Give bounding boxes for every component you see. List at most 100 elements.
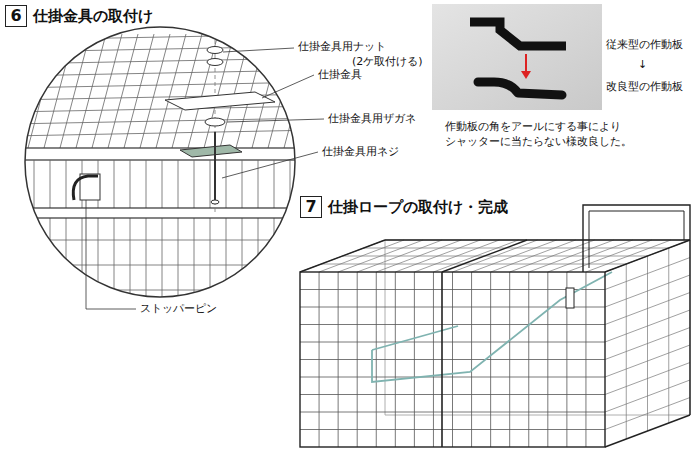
mesh-bar [34,160,35,300]
mesh-wire [605,275,690,307]
mesh-wire [44,34,74,148]
middle-seam [442,240,527,272]
cage-edge [689,240,690,415]
mesh-wire [0,34,26,148]
step-heading: 仕掛金具の取付け [33,7,153,25]
cage-front [300,272,605,447]
mesh-wire [10,58,320,64]
part-label: 仕掛金具用ネジ [322,145,399,160]
mesh-wire [108,34,138,148]
mesh-wire [321,264,626,265]
mesh-bar [114,160,115,300]
frame-rail [0,208,320,218]
step-number: 7 [305,199,316,215]
mesh-wire [10,34,320,40]
mesh-bar [50,160,51,300]
mesh-wire [605,398,690,430]
mesh-wire [172,34,202,148]
mesh-wire [0,34,10,148]
part-label: (2ケ取付ける) [352,55,423,70]
mesh-wire [605,310,690,342]
mesh-wire [0,290,320,291]
step-number: 6 [10,8,21,24]
step-number-box: 7仕掛ロープの取付け・完成 [300,196,322,218]
screw [214,132,216,200]
mesh-wire [300,289,605,290]
screw-head [211,200,219,204]
old-plate [470,22,566,46]
cage-drawing [300,205,690,447]
mesh-wire [605,363,690,395]
part-label: 仕掛金具用ザガネ [328,112,416,127]
mesh-wire [10,46,320,52]
mesh-wire [300,412,605,413]
latch [566,288,574,308]
mesh-bar [290,160,291,300]
stopper-pin [73,176,98,200]
mesh-wire [690,240,691,415]
door-frame [589,211,684,268]
mesh-bar [146,160,147,300]
mesh-bar [130,160,131,300]
leader-lines [86,48,324,309]
mesh-wire [140,34,170,148]
mesh-wire [605,345,690,377]
mesh-wire [92,34,122,148]
mesh-wire [385,240,690,241]
photo-note: 改良型の作動板 [606,80,683,95]
mesh-wire [10,82,320,88]
photo-note: 作動板の角をアールにする事により シャッターに当たらない様改良した。 [445,120,650,150]
mesh-wire [605,258,690,290]
mesh-wire [364,248,669,249]
cage-edge [605,240,690,272]
photo-note: ↓ [638,58,647,73]
mesh-wire [300,307,605,308]
trap-rope [372,326,458,350]
mesh-wire [10,106,320,112]
mesh-wire [268,34,298,148]
mesh-wire [300,429,605,430]
mesh-wire [300,359,605,360]
mesh-wire [10,118,320,124]
new-plate [478,82,562,95]
mesh-wire [605,328,690,360]
mesh-bar [66,160,67,300]
leader-line [227,119,324,122]
mesh-bar [258,160,259,300]
mesh-wire [0,265,320,266]
mesh-bar [162,160,163,300]
trap-rope [372,272,612,382]
nut [207,59,223,66]
trigger-plate [165,92,275,110]
mesh-bar [178,160,179,300]
cage-edge [300,240,385,272]
detail-view [0,34,330,300]
leader-line [262,75,314,98]
mesh-wire [60,34,90,148]
nut [207,47,223,54]
mesh-wire [76,34,106,148]
mesh-wire [343,256,648,257]
mesh-bar [18,160,19,300]
middle-seam [441,272,443,447]
step-heading: 仕掛ロープの取付け・完成 [328,198,508,216]
mesh-wire [300,324,605,325]
red-arrowhead [521,71,531,79]
cage-edge [605,415,690,447]
photo [432,4,602,110]
mesh-bar [210,160,211,300]
mesh-wire [300,342,605,343]
mesh-wire [300,394,605,395]
red-arrow [525,54,527,72]
mount-plate [180,145,242,157]
mesh-wire [300,377,605,378]
mesh-wire [156,34,186,148]
mesh-wire [124,34,154,148]
part-label: 仕掛金具 [318,68,362,83]
mesh-bar [242,160,243,300]
mesh-bar [274,160,275,300]
mesh-wire [0,240,320,241]
detail-parts [25,27,295,297]
mesh-wire [204,34,234,148]
